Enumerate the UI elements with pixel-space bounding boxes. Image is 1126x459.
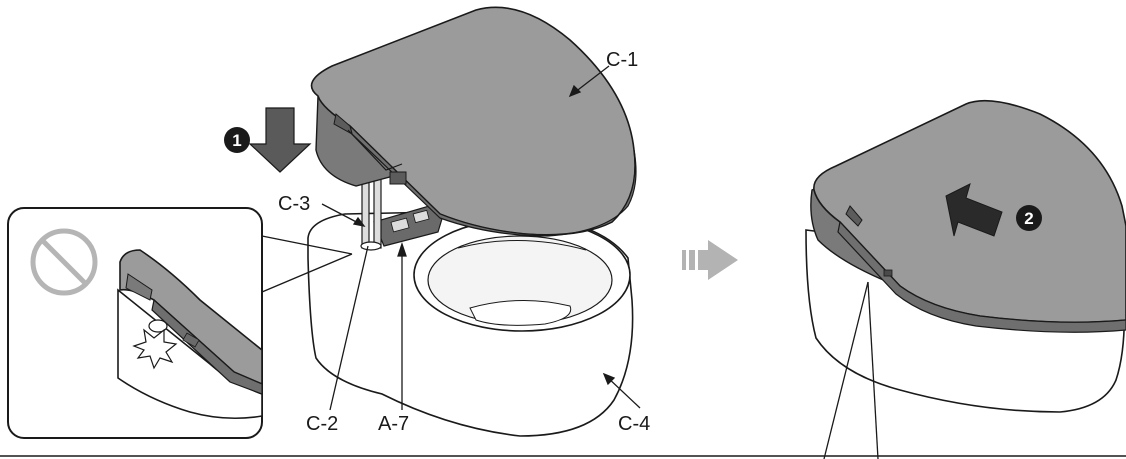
step-1-marker: 1 bbox=[224, 127, 250, 153]
bowl-water bbox=[469, 299, 572, 326]
seat-unit-edge-right bbox=[837, 220, 1126, 333]
next-step-arrow-icon bbox=[682, 240, 738, 280]
leader-lines bbox=[321, 65, 641, 411]
step-2-number: 2 bbox=[1024, 209, 1033, 228]
label-a7: A-7 bbox=[378, 413, 409, 435]
prohibited-sign-icon bbox=[30, 228, 98, 296]
label-c1: C-1 bbox=[606, 49, 638, 71]
seat-unit-edge bbox=[348, 124, 637, 237]
label-c4: C-4 bbox=[618, 413, 650, 435]
seat-unit-lid bbox=[310, 6, 636, 236]
left-assembly bbox=[307, 6, 637, 437]
label-c2: C-2 bbox=[306, 413, 338, 435]
impact-burst-icon bbox=[132, 328, 178, 370]
inset-detail bbox=[7, 207, 353, 439]
right-assembly bbox=[805, 99, 1126, 459]
push-down-arrow-icon bbox=[248, 107, 312, 173]
step-1-number: 1 bbox=[232, 131, 241, 150]
slide-arrow-icon bbox=[945, 183, 1003, 237]
label-c3: C-3 bbox=[278, 193, 310, 215]
step-2-marker: 2 bbox=[1016, 205, 1042, 231]
